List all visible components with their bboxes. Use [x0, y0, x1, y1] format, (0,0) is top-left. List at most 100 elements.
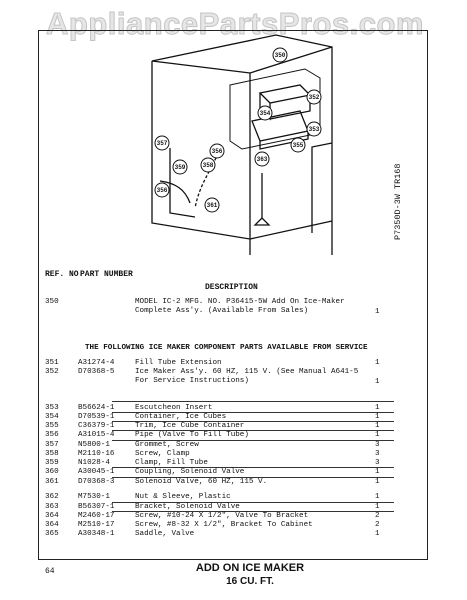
part-qty: 1 [375, 431, 380, 439]
part-ref: 363 [45, 503, 59, 511]
ref-no-header: REF. NO. [45, 270, 84, 279]
page-title: ADD ON ICE MAKER [195, 562, 305, 574]
svg-text:355: 355 [293, 142, 304, 149]
part-desc: Ice Maker Ass'y. 60 HZ, 115 V. (See Manu… [135, 368, 359, 376]
part-number: B56624-1 [78, 404, 115, 412]
svg-text:363: 363 [257, 156, 268, 163]
part-qty: 1 [375, 413, 380, 421]
part-ref: 354 [45, 413, 59, 421]
part-qty: 1 [375, 404, 380, 412]
part-qty: 1 [375, 530, 380, 538]
table-rule [112, 430, 394, 431]
part-ref: 364 [45, 521, 59, 529]
part-number: A30348-1 [78, 530, 115, 538]
description-header: DESCRIPTION [205, 283, 258, 292]
part-number: D70368-5 [78, 368, 115, 376]
part-number: N1028-4 [78, 459, 110, 467]
part-ref: 362 [45, 493, 59, 501]
part-qty: 1 [375, 422, 380, 430]
table-rule [112, 467, 394, 468]
callout-bubble: 356 [209, 143, 225, 159]
part-desc: Solenoid Valve, 60 HZ, 115 V. [135, 478, 268, 486]
part-qty: 1 [375, 503, 380, 511]
part-desc: Screw, #8-32 X 1/2", Bracket To Cabinet [135, 521, 313, 529]
page-subtitle: 16 CU. FT. [226, 576, 274, 587]
part-number: D70368-3 [78, 478, 115, 486]
part-desc: Trim, Ice Cube Container [135, 422, 245, 430]
svg-text:358: 358 [203, 162, 214, 169]
table-rule [112, 477, 394, 478]
table-rule [112, 421, 394, 422]
part-ref: 356 [45, 431, 59, 439]
callout-bubble: 363 [254, 151, 270, 167]
callout-bubble: 359 [172, 159, 188, 175]
part-number: M7530-1 [78, 493, 110, 501]
main-desc-2: Complete Ass'y. (Available From Sales) [135, 307, 309, 315]
part-number: M2110-16 [78, 450, 115, 458]
callout-bubble: 357 [154, 135, 170, 151]
svg-text:357: 357 [157, 140, 168, 147]
table-rule [112, 511, 394, 512]
svg-text:354: 354 [260, 110, 271, 117]
part-desc: Saddle, Valve [135, 530, 195, 538]
part-qty: 1 [375, 378, 380, 386]
part-number: A30045-1 [78, 468, 115, 476]
part-desc-cont: For Service Instructions) [135, 377, 249, 385]
part-number: N5800-1 [78, 441, 110, 449]
part-number: C36379-1 [78, 422, 115, 430]
table-rule [112, 502, 394, 503]
part-qty: 3 [375, 459, 380, 467]
svg-text:350: 350 [275, 52, 286, 59]
part-qty: 1 [375, 468, 380, 476]
part-desc: Screw, #10-24 X 1/2", Valve To Bracket [135, 512, 309, 520]
svg-text:353: 353 [309, 126, 320, 133]
part-number: A31015-4 [78, 431, 115, 439]
part-desc: Screw, Clamp [135, 450, 190, 458]
part-ref: 355 [45, 422, 59, 430]
side-code: P7350D-3W TR168 [393, 163, 403, 240]
svg-text:361: 361 [207, 202, 218, 209]
callout-bubble: 361 [204, 197, 220, 213]
part-qty: 1 [375, 493, 380, 501]
part-ref: 359 [45, 459, 59, 467]
table-rule [112, 440, 394, 441]
main-qty: 1 [375, 308, 380, 316]
table-rule [112, 412, 394, 413]
part-number: D70539-1 [78, 413, 115, 421]
svg-text:359: 359 [175, 164, 186, 171]
part-qty: 3 [375, 441, 380, 449]
part-ref: 365 [45, 530, 59, 538]
exploded-diagram: 350 354 352 353 355 357 359 356 356 358 … [151, 34, 333, 255]
part-desc: Escutcheon Insert [135, 404, 213, 412]
part-desc: Container, Ice Cubes [135, 413, 227, 421]
part-ref: 360 [45, 468, 59, 476]
callout-bubble: 353 [306, 121, 322, 137]
callout-bubble: 355 [290, 137, 306, 153]
part-qty: 1 [375, 478, 380, 486]
svg-text:356: 356 [157, 187, 168, 194]
callout-bubble: 354 [257, 105, 273, 121]
part-desc: Bracket, Solenoid Valve [135, 503, 240, 511]
callout-bubble: 358 [200, 157, 216, 173]
callout-bubble: 352 [306, 89, 322, 105]
part-desc: Fill Tube Extension [135, 359, 222, 367]
main-ref: 350 [45, 298, 59, 306]
part-desc: Clamp, Fill Tube [135, 459, 208, 467]
part-qty: 2 [375, 521, 380, 529]
page-frame [38, 30, 428, 560]
part-ref: 352 [45, 368, 59, 376]
part-desc: Nut & Sleeve, Plastic [135, 493, 231, 501]
part-ref: 351 [45, 359, 59, 367]
part-qty: 1 [375, 359, 380, 367]
part-number: M2460-17 [78, 512, 115, 520]
part-number: B56307-1 [78, 503, 115, 511]
part-desc: Coupling, Solenoid Valve [135, 468, 245, 476]
part-qty: 2 [375, 512, 380, 520]
section-note: THE FOLLOWING ICE MAKER COMPONENT PARTS … [85, 344, 368, 352]
part-number: A31274-4 [78, 359, 115, 367]
part-number: M2510-17 [78, 521, 115, 529]
part-ref: 364 [45, 512, 59, 520]
part-ref: 353 [45, 404, 59, 412]
watermark-logo: AppliancePartsPros.com [46, 6, 424, 42]
main-desc-1: MODEL IC-2 MFG. NO. P36415-5W Add On Ice… [135, 298, 345, 306]
